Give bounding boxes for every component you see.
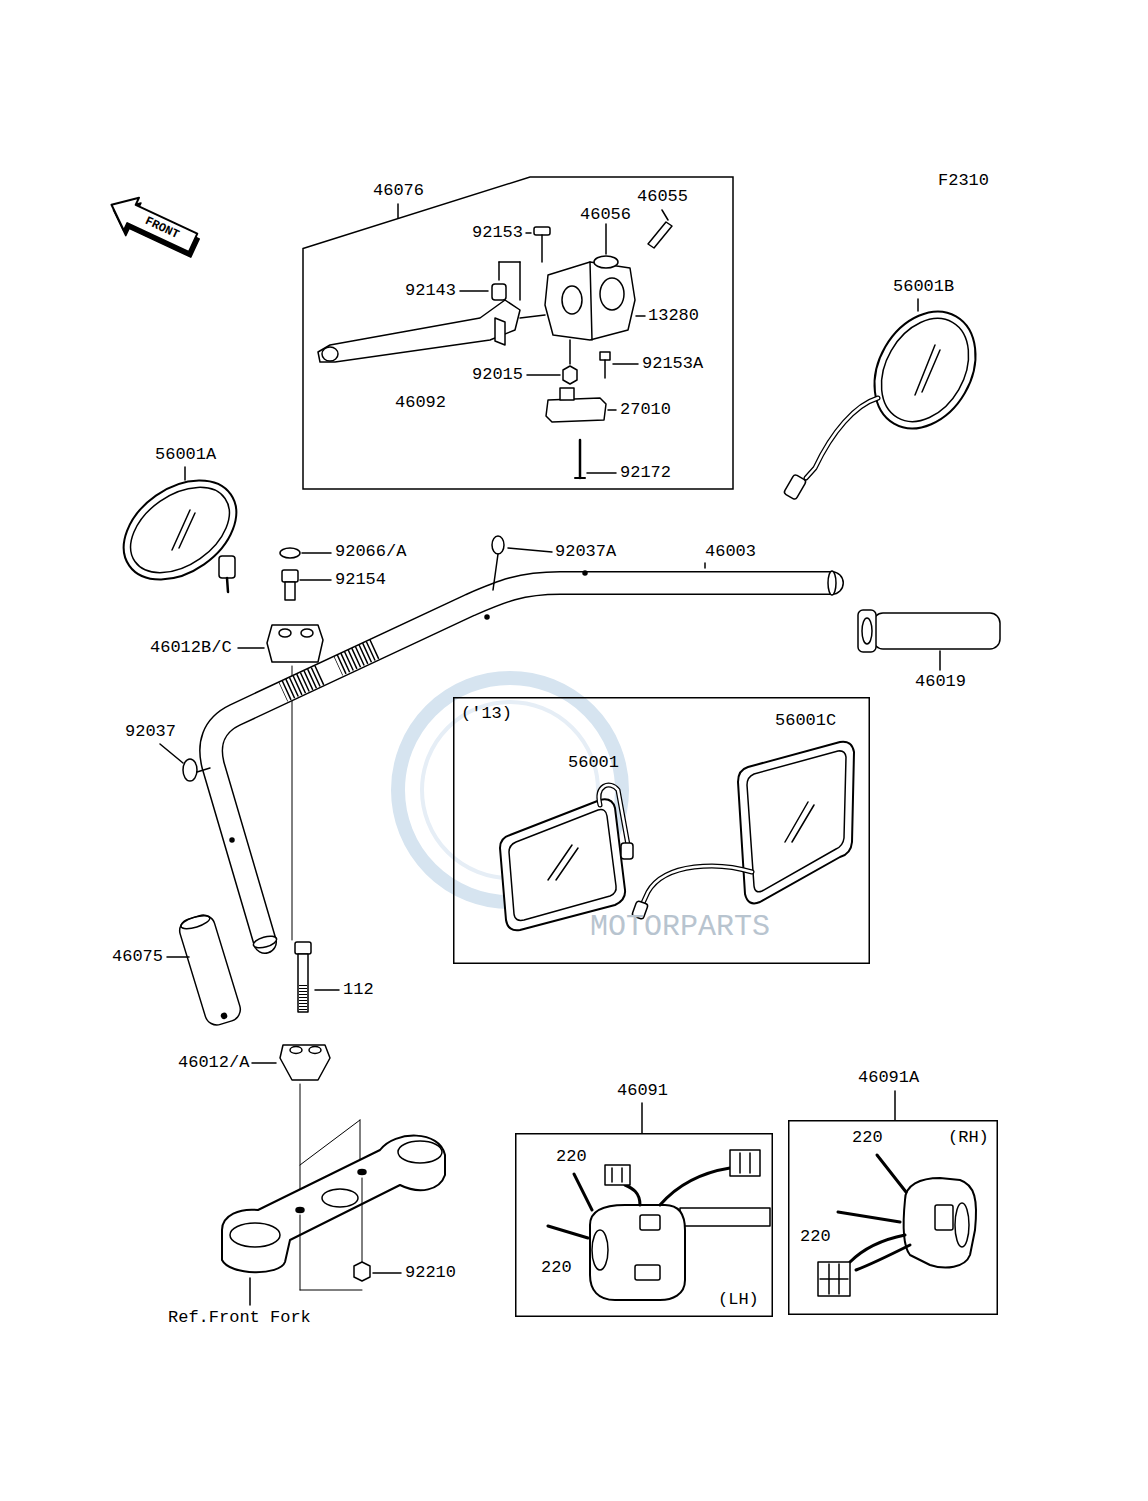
watermark: MOTORPARTS bbox=[590, 909, 770, 945]
callout-number: 92066/A bbox=[335, 542, 406, 562]
callout-number: 220 bbox=[556, 1147, 587, 1167]
group-heading: 46091A bbox=[858, 1068, 919, 1088]
callout-number: 92154 bbox=[335, 570, 386, 590]
callout-number: 92143 bbox=[405, 281, 456, 301]
callout-number: 46019 bbox=[915, 672, 966, 692]
callout-number: 220 bbox=[800, 1227, 831, 1247]
callout-number: 92210 bbox=[405, 1263, 456, 1283]
callout-number: 56001C bbox=[775, 711, 836, 731]
parts-group-box: 46091 220 220 (LH) bbox=[515, 1080, 773, 1317]
callout-number: 27010 bbox=[620, 400, 671, 420]
group-frame bbox=[454, 698, 870, 964]
callout-number: 46055 bbox=[637, 187, 688, 207]
callout-number: 56001A bbox=[155, 445, 216, 465]
group-heading: ('13) bbox=[461, 704, 512, 724]
group-outline bbox=[515, 1080, 773, 1317]
parts-group-box: 46091A 220 (RH) 220 bbox=[788, 1066, 998, 1315]
callout-number: 46003 bbox=[705, 542, 756, 562]
callout-number: 92153 bbox=[472, 223, 523, 243]
callout-number: 46012B/C bbox=[150, 638, 232, 658]
callout-number: 56001 bbox=[568, 753, 619, 773]
callout-number: 220 bbox=[852, 1128, 883, 1148]
group-frame bbox=[516, 1134, 773, 1317]
group-heading: 46076 bbox=[373, 181, 424, 201]
callout-number: 220 bbox=[541, 1258, 572, 1278]
group-outline bbox=[788, 1066, 998, 1315]
callout-number: 56001B bbox=[893, 277, 954, 297]
group-frame bbox=[303, 177, 733, 489]
direction-label: FRONT bbox=[143, 215, 181, 241]
assembly-group: 46076 46055 46056 92153 92143 13280 92153A 9201… bbox=[303, 177, 733, 489]
callout-number: 46056 bbox=[580, 205, 631, 225]
callout-number: 46092 bbox=[395, 393, 446, 413]
callout-number: 46012/A bbox=[178, 1053, 249, 1073]
callout-number: 92153A bbox=[642, 354, 703, 374]
callout-number: (LH) bbox=[718, 1290, 759, 1310]
callout-number: 13280 bbox=[648, 306, 699, 326]
callout-number: Ref.Front Fork bbox=[168, 1308, 311, 1328]
callout-number: 92037A bbox=[555, 542, 616, 562]
callout-number: 92037 bbox=[125, 722, 176, 742]
callout-number: 46075 bbox=[112, 947, 163, 967]
group-heading: 46091 bbox=[617, 1081, 668, 1101]
callout-number: 92015 bbox=[472, 365, 523, 385]
group-frame bbox=[789, 1121, 998, 1315]
callout-number: (RH) bbox=[948, 1128, 989, 1148]
callout-number: F2310 bbox=[938, 171, 989, 191]
callout-number: 92172 bbox=[620, 463, 671, 483]
callout-number: 112 bbox=[343, 980, 374, 1000]
